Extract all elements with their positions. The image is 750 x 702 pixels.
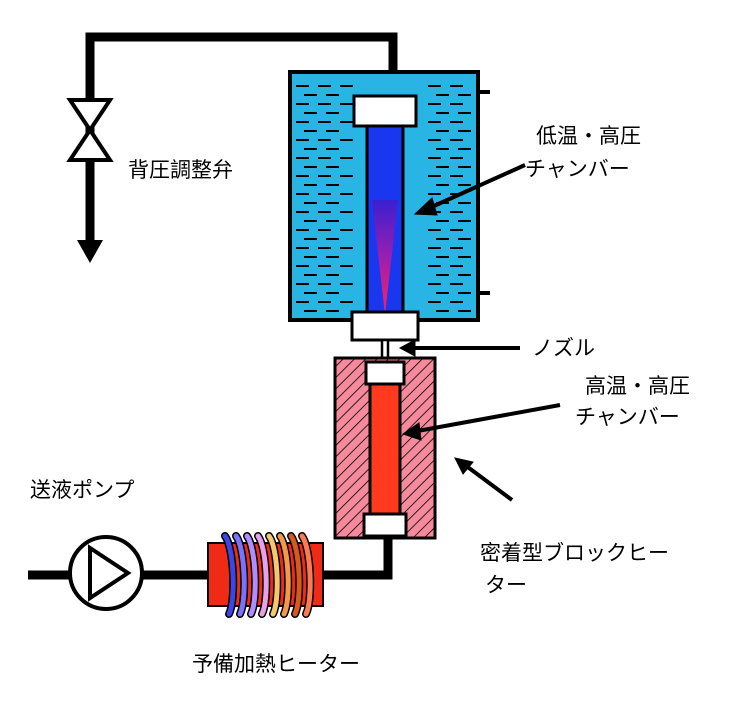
label-high-temp-chamber-line1: 高温・高圧 <box>585 374 690 398</box>
label-nozzle: ノズル <box>532 336 595 360</box>
label-block-heater-line1: 密着型ブロックヒー <box>480 541 669 565</box>
heater-coil <box>266 533 280 617</box>
heater-coil <box>255 533 269 617</box>
low-temp-chamber <box>350 94 420 342</box>
heater-coil <box>233 533 247 617</box>
heater-coil <box>288 533 302 617</box>
label-low-temp-chamber-line2: チャンバー <box>525 157 630 181</box>
preheater <box>207 532 324 618</box>
label-high-temp-chamber-line2: チャンバー <box>575 405 680 429</box>
label-preheater: 予備加熱ヒーター <box>192 652 360 676</box>
label-back-pressure-valve: 背圧調整弁 <box>128 158 233 182</box>
pump-symbol <box>68 535 144 611</box>
label-pump: 送液ポンプ <box>30 478 135 502</box>
heater-coil <box>222 533 236 617</box>
leader-arrows <box>398 163 561 502</box>
label-low-temp-chamber-line1: 低温・高圧 <box>536 124 641 148</box>
back-pressure-valve-symbol <box>66 98 114 162</box>
heater-coil <box>277 533 291 617</box>
high-temp-chamber <box>368 382 402 516</box>
heater-coil <box>299 533 313 617</box>
label-block-heater-line2: ター <box>485 573 527 597</box>
heater-coil <box>244 533 258 617</box>
